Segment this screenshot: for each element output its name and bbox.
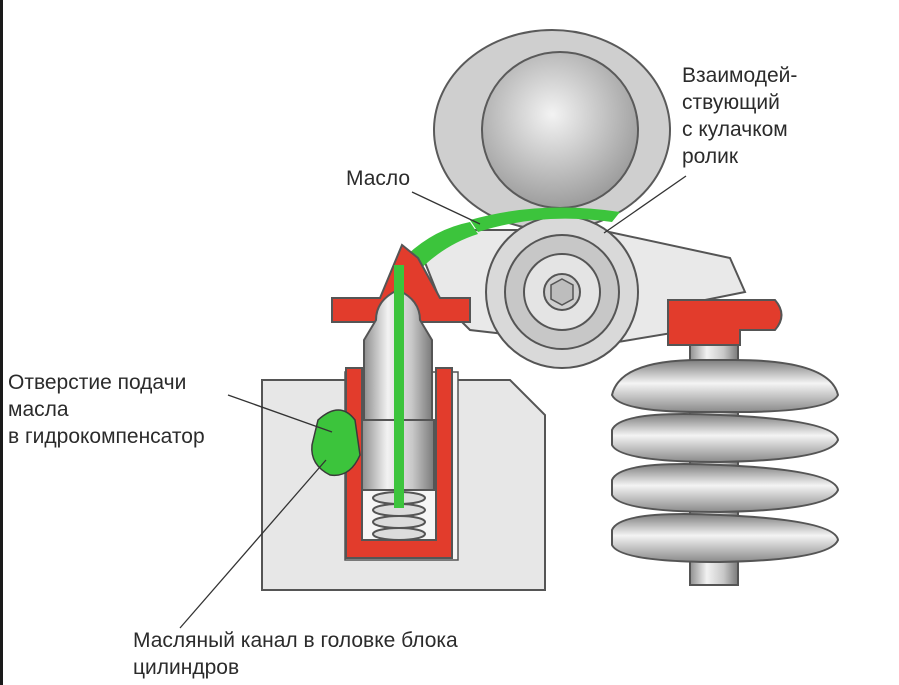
camshaft bbox=[481, 51, 639, 209]
valve-retainer-red bbox=[667, 299, 783, 346]
spring-cap bbox=[610, 359, 840, 413]
label-oil: Масло bbox=[346, 167, 411, 190]
oil-blob-inlet bbox=[311, 409, 361, 477]
label-oil-supply-hole: Отверстие подачи масла в гидрокомпенсато… bbox=[8, 371, 205, 448]
valve-spring bbox=[611, 413, 840, 564]
label-roller: Взаимодей- ствующий с кулачком ролик bbox=[682, 64, 798, 168]
label-oil-channel: Масляный канал в головке блока цилиндров bbox=[133, 629, 458, 679]
left-border bbox=[0, 0, 3, 685]
roller-hex-socket bbox=[550, 278, 574, 306]
leader-hole bbox=[227, 394, 333, 433]
leader-lines bbox=[179, 175, 687, 629]
leader-roller bbox=[603, 175, 687, 234]
oil-channel-vertical bbox=[394, 265, 404, 508]
lifter-housing-red bbox=[345, 367, 453, 559]
leader-channel bbox=[179, 459, 327, 629]
leader-oil bbox=[411, 191, 481, 225]
oil-film bbox=[470, 207, 620, 232]
